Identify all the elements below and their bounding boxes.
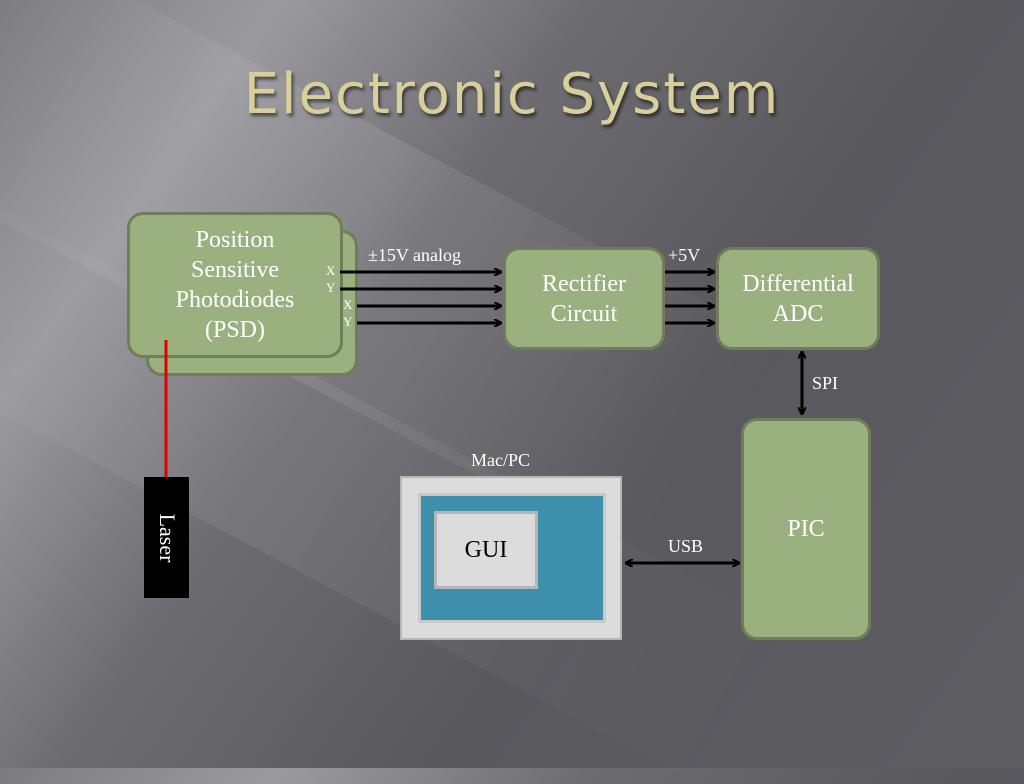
slide-title: Electronic System [243,62,781,127]
pic-box: PIC [741,418,871,640]
usb-label: USB [668,536,704,556]
spi-label: SPI [812,373,839,393]
rectifier-box: Rectifier Circuit [503,247,665,350]
signal-x1: X [326,263,336,278]
psd-box: Position Sensitive Photodiodes (PSD) [127,212,343,358]
psd-line3: Photodiodes [175,287,295,313]
laser-box: Laser [144,477,189,598]
macpc-label: Mac/PC [471,450,531,470]
psd-line1: Position [195,227,275,253]
pic-label: PIC [787,516,825,542]
adc-box: Differential ADC [716,247,880,350]
signal-y2: Y [343,314,353,329]
adc-line1: Differential [742,270,854,297]
analog-label: ±15V analog [368,245,462,265]
signal-x2: X [343,297,353,312]
gui-window: GUI [434,511,538,589]
psd-line4: (PSD) [204,317,265,343]
rectifier-line1: Rectifier [542,270,626,297]
plus5v-label: +5V [668,245,701,265]
signal-y1: Y [326,280,336,295]
adc-line2: ADC [772,300,824,327]
connector-lines [164,0,1024,768]
rectifier-line2: Circuit [550,300,618,327]
gui-label: GUI [464,536,508,563]
psd-line2: Sensitive [191,257,279,283]
